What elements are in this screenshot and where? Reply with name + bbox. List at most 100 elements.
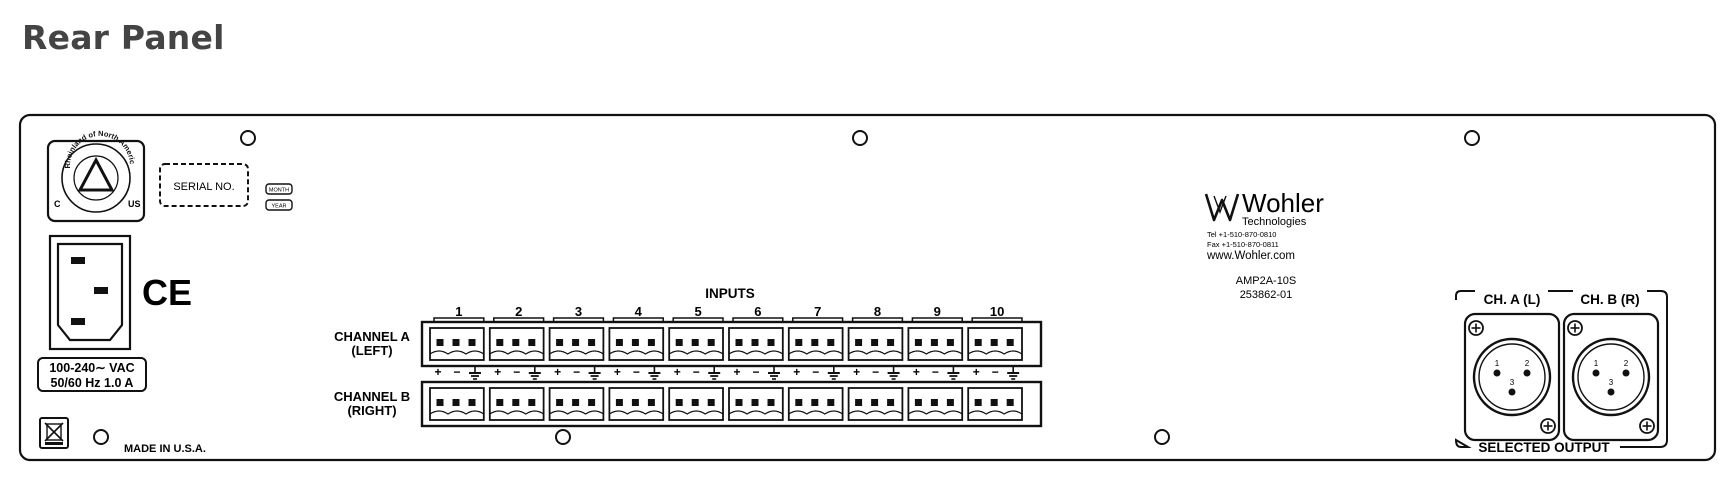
polarity-markings: +−: [614, 365, 661, 380]
xlr-pin-label: 1: [1495, 359, 1500, 368]
polarity-markings: +−: [494, 365, 541, 380]
output-ch-b-label: CH. B (R): [1580, 292, 1639, 307]
channel-a-terminal-block: [548, 327, 605, 361]
channel-a-terminal-block: [488, 327, 545, 361]
polarity-plus-label: +: [494, 365, 501, 379]
channel-b-terminal-block: [668, 387, 724, 421]
input-number-label: 3: [575, 304, 582, 319]
channel-a-terminal-block: [728, 327, 784, 361]
ground-icon: [588, 366, 601, 380]
polarity-plus-label: +: [973, 365, 980, 379]
channel-b-terminal-block: [488, 387, 545, 421]
polarity-plus-label: +: [614, 365, 621, 379]
brand-subtitle: Technologies: [1242, 216, 1307, 228]
xlr-pin: [1607, 388, 1615, 396]
xlr-pin: [1523, 369, 1531, 377]
xlr-pin-label: 2: [1624, 359, 1629, 368]
polarity-plus-label: +: [674, 365, 681, 379]
channel-a-terminal-block: [608, 327, 665, 361]
brand-url: www.Wohler.com: [1206, 250, 1295, 262]
polarity-minus-label: −: [932, 365, 939, 379]
input-number-label: 5: [694, 304, 701, 319]
input-number-label: 8: [874, 304, 881, 319]
chassis-outline: [18, 113, 1717, 462]
ground-icon: [947, 366, 960, 380]
brand-fax: Fax +1-510-870-0811: [1207, 240, 1279, 249]
mounting-hole: [1464, 130, 1480, 146]
page-title: Rear Panel: [22, 18, 225, 57]
polarity-plus-label: +: [793, 365, 800, 379]
xlr-pin: [1508, 388, 1516, 396]
polarity-markings: +−: [554, 365, 601, 380]
xlr-pin: [1592, 369, 1600, 377]
xlr-pin: [1493, 369, 1501, 377]
channel-b-terminal-block: [787, 387, 844, 421]
polarity-minus-label: −: [752, 365, 759, 379]
input-number-label: 4: [635, 304, 643, 319]
polarity-markings: +−: [793, 365, 840, 380]
power-rating: 100-240∼ VAC 50/60 Hz 1.0 A: [37, 357, 147, 392]
channel-b-terminal-block: [728, 387, 784, 421]
made-in-label: MADE IN U.S.A.: [124, 443, 206, 455]
serial-year-label: YEAR: [272, 204, 287, 210]
cert-right-mark: US: [128, 199, 141, 209]
power-rating-line1: 100-240∼ VAC: [49, 361, 134, 375]
power-inlet: [48, 234, 132, 351]
polarity-minus-label: −: [693, 365, 700, 379]
polarity-markings: +−: [913, 365, 960, 380]
channel-b-terminal-block: [847, 387, 904, 421]
model-number: AMP2A-10S: [1236, 275, 1297, 287]
input-number-label: 9: [934, 304, 941, 319]
channel-a-sublabel: (LEFT): [351, 343, 392, 358]
input-number-label: 6: [754, 304, 761, 319]
polarity-markings: +−: [434, 365, 481, 380]
ground-icon: [768, 366, 780, 380]
ground-icon: [827, 366, 840, 380]
mounting-hole: [555, 429, 571, 445]
polarity-plus-label: +: [913, 365, 920, 379]
channel-b-sublabel: (RIGHT): [347, 403, 396, 418]
polarity-plus-label: +: [554, 365, 561, 379]
mounting-holes: [93, 130, 1480, 445]
polarity-minus-label: −: [513, 365, 520, 379]
part-number: 253862-01: [1240, 289, 1293, 301]
serial-number-label: SERIAL NO.: [173, 181, 234, 193]
channel-b-terminal-block: [907, 387, 964, 421]
channel-a-label: CHANNEL A: [334, 329, 410, 344]
output-section: CH. A (L) CH. B (R) SELECTED OUTPUT: [1454, 290, 1668, 455]
polarity-plus-label: +: [853, 365, 860, 379]
power-rating-line2: 50/60 Hz 1.0 A: [51, 376, 134, 390]
xlr-pin-label: 3: [1609, 378, 1614, 387]
channel-a-terminal-block: [429, 327, 485, 361]
brand-block: Wohler Technologies Tel +1-510-870-0810 …: [1204, 188, 1324, 301]
weee-bin-icon: [39, 417, 69, 449]
ground-icon: [887, 366, 900, 380]
ground-icon: [648, 366, 661, 380]
inputs-title: INPUTS: [705, 286, 755, 301]
channel-a-terminal-block: [847, 327, 904, 361]
polarity-minus-label: −: [872, 365, 879, 379]
xlr-pin-label: 3: [1510, 378, 1515, 387]
polarity-minus-label: −: [573, 365, 580, 379]
channel-a-terminal-block: [907, 327, 964, 361]
mounting-hole: [93, 429, 109, 445]
screw-icon: [1567, 320, 1583, 336]
polarity-markings: +−: [674, 365, 721, 380]
channel-b-terminal-block: [608, 387, 665, 421]
polarity-markings: +−: [973, 365, 1020, 380]
mounting-hole: [240, 130, 256, 146]
output-ch-a-label: CH. A (L): [1484, 292, 1541, 307]
input-number-label: 10: [990, 304, 1004, 319]
terminal-blocks: +−+−+−+−+−+−+−+−+−+−: [429, 327, 1023, 421]
xlr-pin: [1622, 369, 1630, 377]
polarity-plus-label: +: [733, 365, 740, 379]
screw-icon: [1540, 418, 1556, 434]
xlr-pin-label: 1: [1594, 359, 1599, 368]
xlr-output-ch-b: 1 2 3: [1562, 312, 1660, 442]
polarity-minus-label: −: [633, 365, 640, 379]
input-number-label: 7: [814, 304, 821, 319]
polarity-markings: +−: [733, 365, 780, 380]
